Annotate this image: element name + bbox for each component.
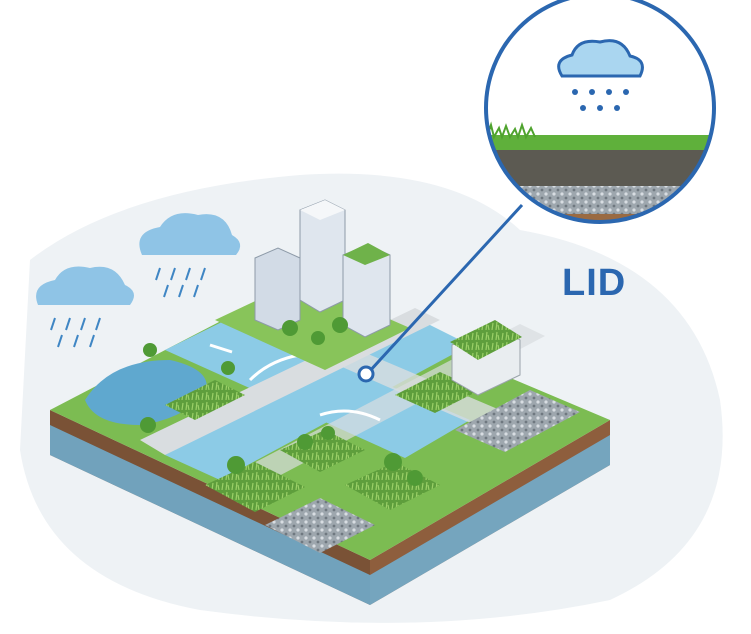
rain-cloud-icon bbox=[36, 266, 134, 348]
soil-profile-callout bbox=[486, 0, 714, 222]
callout-line bbox=[366, 203, 524, 375]
bioretention-cell bbox=[205, 462, 305, 512]
rain-cloud-icon bbox=[139, 213, 241, 298]
building bbox=[254, 247, 301, 331]
lid-label: LID bbox=[562, 262, 627, 304]
flow-arrow bbox=[319, 409, 381, 422]
rain-cloud-icon bbox=[557, 39, 644, 111]
water-channel bbox=[165, 320, 470, 480]
callout-border bbox=[484, 0, 716, 224]
trees bbox=[140, 317, 423, 486]
grass-layer bbox=[486, 135, 714, 151]
bioretention-cell bbox=[280, 430, 365, 472]
green-roof bbox=[450, 320, 522, 360]
callout-point bbox=[357, 365, 375, 383]
subsoil-layer bbox=[486, 214, 714, 222]
green-roof-planter bbox=[165, 380, 245, 420]
base-water-band bbox=[50, 425, 610, 605]
topsoil-layer bbox=[486, 150, 714, 186]
building bbox=[342, 243, 391, 338]
permeable-pavement bbox=[265, 498, 375, 553]
building bbox=[299, 199, 346, 313]
permeable-pavement bbox=[455, 390, 580, 452]
flow-arrow bbox=[209, 343, 233, 354]
